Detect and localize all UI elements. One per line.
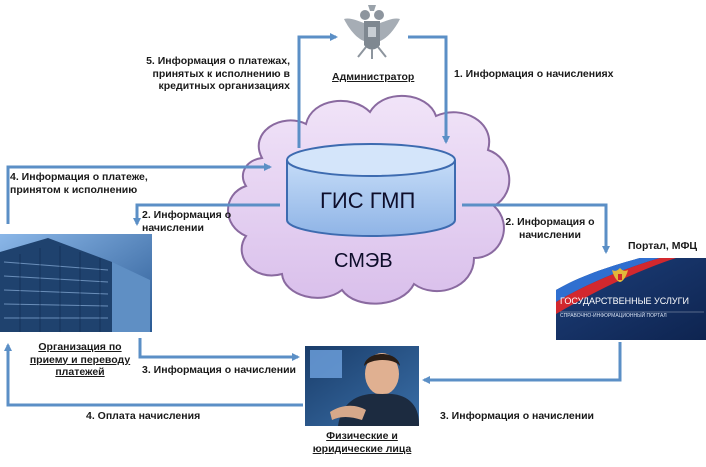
edge-5-label: 5. Информация о платежах, принятых к исп… (120, 55, 290, 93)
edge-3-left-label: 3. Информация о начислении (142, 364, 296, 377)
edge-3-right-label: 3. Информация о начислении (440, 410, 594, 423)
gis-gmp-label: ГИС ГМП (320, 188, 415, 214)
arrow-3-left (140, 338, 298, 357)
organization-building-image (0, 234, 152, 332)
edge-1-label: 1. Информация о начислениях (454, 68, 614, 81)
edge-2-left-line: начислении (142, 222, 231, 235)
persons-label-line: юридические лица (300, 443, 424, 456)
edge-5-line: кредитных организациях (120, 80, 290, 93)
edge-5-line: 5. Информация о платежах, (120, 55, 290, 68)
org-label: Организация по приему и переводу платеже… (18, 341, 142, 379)
org-label-line: Организация по (18, 341, 142, 354)
edge-2-right-line: 2. Информация о (498, 216, 602, 229)
persons-label: Физические и юридические лица (300, 430, 424, 455)
edge-4-top-line: 4. Информация о платеже, (10, 171, 148, 184)
persons-photo-image (305, 346, 419, 426)
edge-2-right-label: 2. Информация о начислении (498, 216, 602, 241)
edge-2-left-line: 2. Информация о (142, 209, 231, 222)
edge-5-line: принятых к исполнению в (120, 68, 290, 81)
russian-eagle-icon (344, 5, 400, 59)
edge-2-left-label: 2. Информация о начислении (142, 209, 231, 234)
edge-2-right-line: начислении (498, 229, 602, 242)
persons-label-line: Физические и (300, 430, 424, 443)
arrow-3-right (424, 342, 620, 380)
portal-screen-title: ГОСУДАРСТВЕННЫЕ УСЛУГИ (560, 295, 689, 308)
edge-4-bottom-label: 4. Оплата начисления (86, 410, 200, 423)
portal-screen-subtitle: СПРАВОЧНО-ИНФОРМАЦИОННЫЙ ПОРТАЛ (560, 313, 667, 319)
smev-label: СМЭВ (334, 250, 393, 273)
edge-4-top-line: принятом к исполнению (10, 184, 148, 197)
org-label-line: платежей (18, 366, 142, 379)
edge-4-top-label: 4. Информация о платеже, принятом к испо… (10, 171, 148, 196)
admin-label: Администратор (332, 71, 414, 84)
org-label-line: приему и переводу (18, 354, 142, 367)
portal-label: Портал, МФЦ (628, 240, 697, 253)
